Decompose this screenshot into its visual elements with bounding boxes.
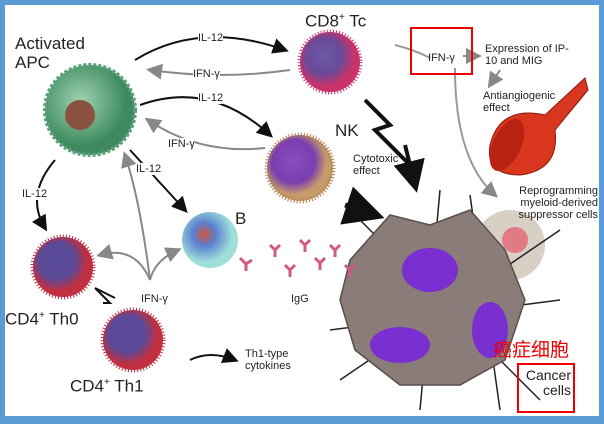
reprogramming-label: Reprogramming myeloid-derived suppressor…	[518, 185, 598, 222]
igg-label: IgG	[291, 293, 309, 305]
cancer-highlight-box	[517, 363, 575, 413]
b-cell	[182, 212, 238, 268]
ifng-arrow-b	[149, 247, 182, 281]
cancer-cells-label: Cancer cells	[525, 367, 571, 399]
il12-label-th0: IL-12	[22, 188, 48, 201]
ifng-reprogramming-arrow	[454, 67, 499, 198]
th1-label-text: CD4	[70, 376, 105, 396]
expression-antiangiogenic-arrow	[487, 69, 504, 89]
ifng-arrow-nk-apc	[144, 117, 266, 151]
ifng-arrow-th0	[96, 244, 151, 281]
th0-label-suffix: Th0	[44, 309, 79, 329]
ifng-label-boxed: IFN-γ	[428, 52, 455, 64]
b-label: B	[235, 209, 247, 228]
th1-cytokines-label: Th1-type cytokines	[245, 348, 291, 373]
il12-label-nk: IL-12	[198, 92, 224, 105]
th1-cell	[100, 307, 166, 373]
antiangiogenic-label: Antiangiogenic effect	[483, 90, 556, 115]
il12-arrow-b	[129, 149, 188, 213]
apc-label: Activated APC	[15, 34, 85, 72]
cd8-label-suffix: Tc	[344, 11, 367, 31]
cancer-cell-cluster	[329, 189, 561, 411]
th1-cytokine-arrow	[189, 348, 239, 363]
cd8-label-sup: +	[339, 12, 345, 23]
igg-antibodies	[238, 238, 357, 277]
th0-label: CD4+ Th0	[5, 310, 79, 329]
th0-cell	[30, 234, 96, 300]
cd8-cell	[297, 29, 363, 95]
nk-label: NK	[335, 121, 359, 140]
ifng-label-center: IFN-γ	[141, 293, 168, 306]
cd8-label: CD8+ Tc	[305, 12, 366, 31]
cytotoxic-lightning-cd8	[363, 98, 425, 193]
th1-label: CD4+ Th1	[70, 377, 144, 396]
th1-label-sup: +	[104, 377, 110, 388]
differentiation-arrow	[94, 287, 116, 304]
th0-label-sup: +	[39, 310, 45, 321]
diagram-canvas: Activated APC CD8+ Tc NK B CD4+ Th0 CD4+…	[5, 5, 599, 416]
cytotoxic-arrow-nk	[340, 186, 385, 225]
il12-label-cd8: IL-12	[198, 32, 224, 45]
ifng-label-nk: IFN-γ	[168, 138, 195, 151]
th1-label-suffix: Th1	[109, 376, 144, 396]
ifng-arrow-apc	[121, 151, 151, 281]
ifng-arrow-cd8-apc	[146, 63, 291, 80]
il12-label-b: IL-12	[136, 163, 162, 176]
ifng-label-cd8: IFN-γ	[193, 68, 220, 81]
cd8-label-text: CD8	[305, 11, 340, 31]
cd8-ifng-line	[394, 44, 431, 59]
cytotoxic-label: Cytotoxic effect	[353, 153, 399, 178]
ifng-highlight-box	[410, 27, 473, 75]
th0-label-text: CD4	[5, 309, 40, 329]
cancer-cells-chinese-label: 癌症细胞	[493, 339, 570, 361]
nk-cell	[264, 132, 336, 204]
diagram-graphics	[30, 29, 589, 411]
expression-label: Expression of IP-10 and MIG	[485, 43, 569, 68]
